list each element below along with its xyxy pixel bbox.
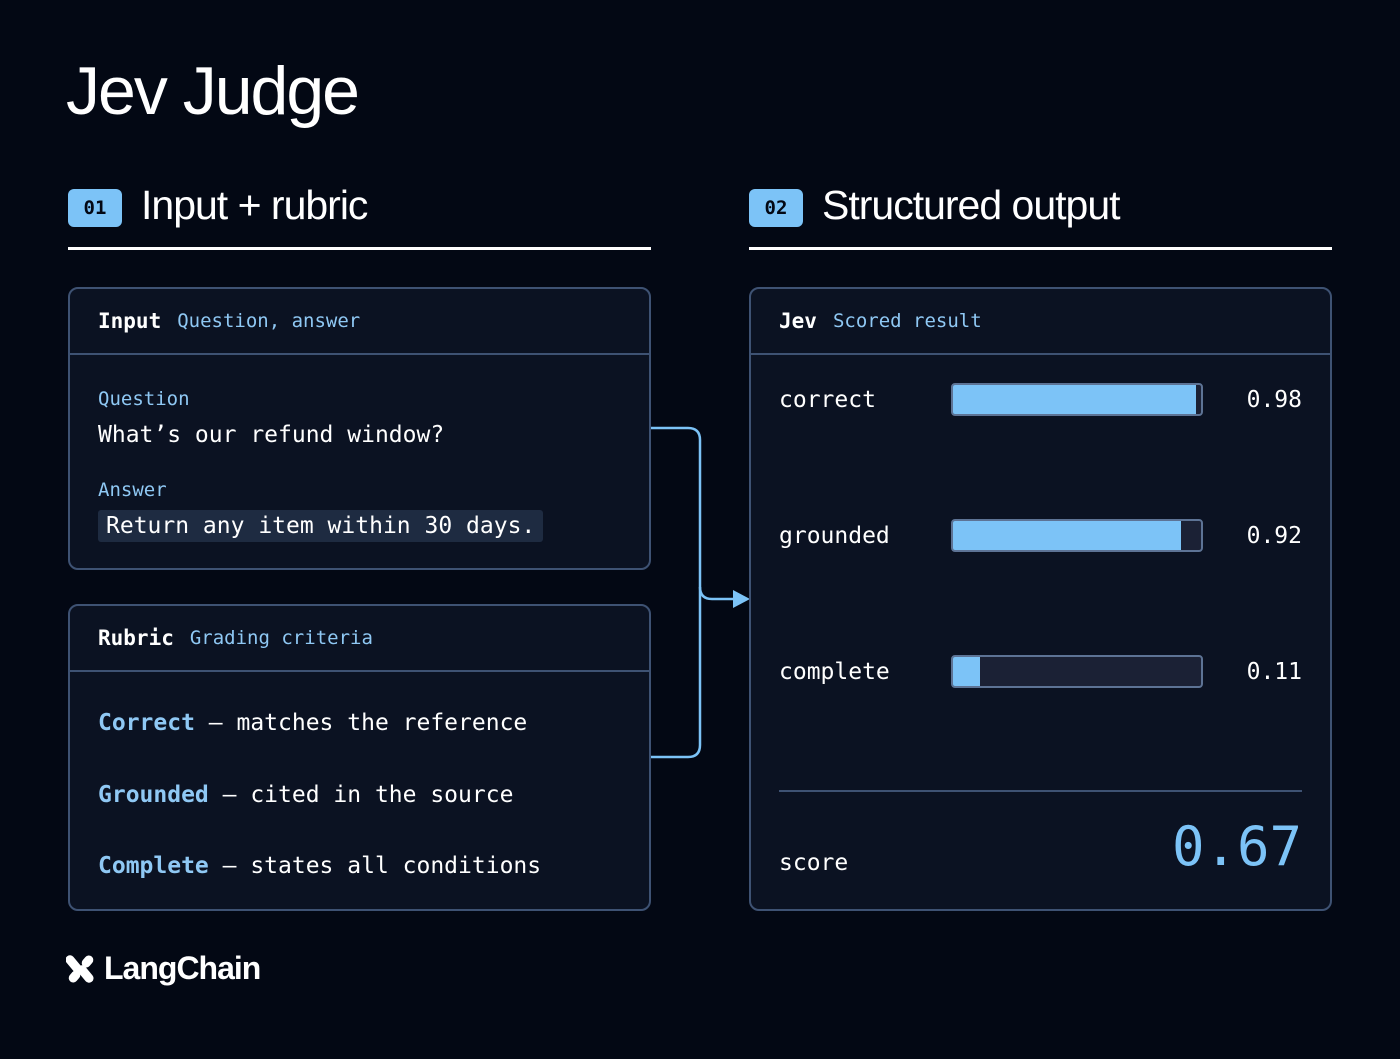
metric-bar-fill (953, 385, 1197, 414)
metric-bar (951, 655, 1203, 688)
criterion-item: Correct – matches the reference (98, 710, 527, 736)
output-panel-title: Jev (779, 309, 817, 333)
input-panel-header: Input Question, answer (70, 289, 649, 355)
criterion-key: Complete (98, 853, 209, 879)
metric-value: 0.92 (1246, 523, 1302, 549)
criterion-item: Grounded – cited in the source (98, 782, 513, 808)
input-panel-subtitle: Question, answer (177, 310, 361, 332)
metric-bar (951, 519, 1203, 552)
input-panel: Input Question, answer Question What’s o… (68, 287, 651, 570)
criterion-desc: – states all conditions (208, 853, 542, 879)
section-badge: 01 (68, 189, 122, 227)
connector-bracket (651, 426, 702, 759)
metric-bar-fill (953, 657, 981, 686)
langchain-logo-icon (66, 954, 94, 983)
arrow-head-icon (733, 590, 750, 608)
metric-bar-fill (953, 521, 1182, 550)
rubric-panel-title: Rubric (98, 626, 174, 650)
answer-text: Return any item within 30 days. (98, 510, 544, 542)
section-badge: 02 (749, 189, 803, 227)
metric-name: complete (779, 659, 890, 685)
metric-value: 0.11 (1246, 659, 1302, 685)
answer-label: Answer (98, 479, 167, 501)
metric-name: grounded (779, 523, 890, 549)
criterion-desc: – cited in the source (208, 782, 514, 808)
question-text: What’s our refund window? (98, 422, 445, 448)
criterion-desc: – matches the reference (194, 710, 528, 736)
input-panel-title: Input (98, 309, 162, 333)
score-label: score (779, 850, 849, 876)
metric-value: 0.98 (1246, 387, 1302, 413)
rubric-panel: Rubric Grading criteria Correct – matche… (68, 604, 651, 911)
score-divider (779, 790, 1302, 792)
criterion-item: Complete – states all conditions (98, 853, 541, 879)
output-panel-subtitle: Scored result (832, 310, 982, 332)
rubric-panel-subtitle: Grading criteria (189, 627, 373, 649)
output-panel: Jev Scored result correct 0.98 grounded … (749, 287, 1332, 911)
question-label: Question (98, 388, 190, 410)
logo-text: LangChain (104, 950, 261, 986)
metric-name: correct (779, 387, 876, 413)
section-rule (68, 247, 651, 250)
langchain-logo: LangChain (66, 950, 261, 987)
rubric-panel-header: Rubric Grading criteria (70, 606, 649, 672)
section-label: Input + rubric (141, 182, 368, 228)
metric-bar (951, 383, 1203, 416)
page-title: Jev Judge (66, 53, 360, 129)
section-rule (749, 247, 1332, 250)
connector-line (698, 586, 736, 601)
section-label: Structured output (822, 182, 1121, 228)
criterion-key: Correct (98, 710, 195, 736)
score-value: 0.67 (1171, 815, 1302, 878)
criterion-key: Grounded (98, 782, 209, 808)
output-panel-header: Jev Scored result (751, 289, 1330, 355)
